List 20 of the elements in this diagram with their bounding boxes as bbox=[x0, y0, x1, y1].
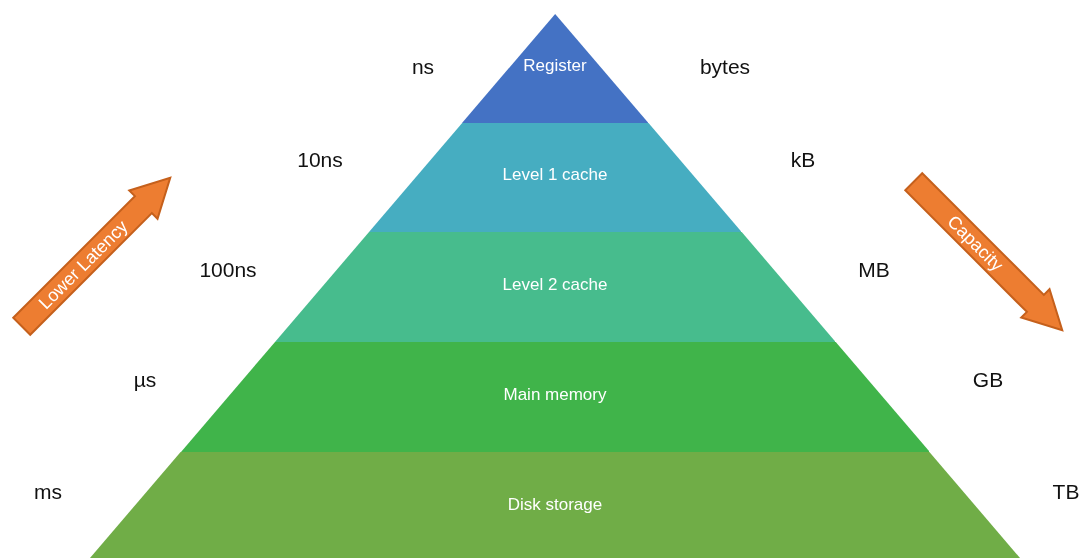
band-label: Register bbox=[522, 56, 588, 76]
register-band bbox=[461, 14, 649, 123]
latency-label: 10ns bbox=[297, 148, 343, 172]
band-label: Main memory bbox=[502, 385, 608, 405]
band-label: Level 2 cache bbox=[501, 275, 609, 295]
band-label: Disk storage bbox=[506, 495, 604, 515]
size-label: MB bbox=[858, 258, 890, 282]
cache-band bbox=[368, 123, 742, 232]
latency-label: ms bbox=[34, 480, 62, 504]
memory-band bbox=[180, 342, 930, 452]
storage-band bbox=[90, 452, 1020, 558]
band-label: Level 1 cache bbox=[501, 165, 609, 185]
latency-label: ns bbox=[411, 55, 435, 79]
cache-band bbox=[274, 232, 836, 342]
size-label: kB bbox=[790, 148, 816, 172]
size-label: TB bbox=[1052, 480, 1080, 504]
latency-label: µs bbox=[133, 368, 157, 392]
latency-label: 100ns bbox=[199, 258, 257, 282]
size-label: bytes bbox=[699, 55, 751, 79]
size-label: GB bbox=[972, 368, 1004, 392]
